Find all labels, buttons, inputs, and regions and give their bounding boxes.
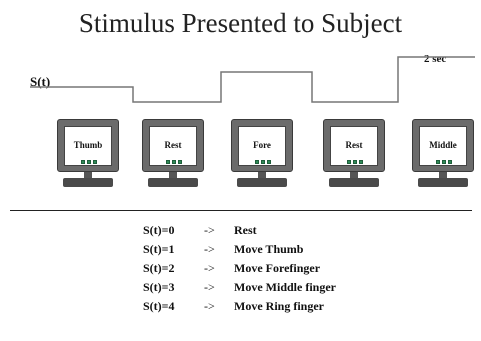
legend-row: S(t)=4 -> Move Ring finger <box>143 297 336 316</box>
monitor-label: Rest <box>164 140 182 150</box>
monitor-label: Rest <box>345 140 363 150</box>
monitor-label: Fore <box>253 140 271 150</box>
legend-meaning: Move Middle finger <box>234 280 336 294</box>
legend-code: S(t)=3 <box>143 280 175 294</box>
legend-code: S(t)=2 <box>143 261 175 275</box>
monitor-stand <box>63 178 113 187</box>
code-legend: S(t)=0 -> Rest S(t)=1 -> Move Thumb S(t)… <box>143 221 336 316</box>
legend-row: S(t)=0 -> Rest <box>143 221 336 240</box>
monitor-2: Rest <box>142 119 204 187</box>
legend-code: S(t)=1 <box>143 242 175 256</box>
monitor-stand <box>148 178 198 187</box>
monitor-screen: Rest <box>330 126 378 166</box>
legend-arrow: -> <box>204 261 215 275</box>
legend-meaning: Move Thumb <box>234 242 304 256</box>
legend-arrow: -> <box>204 299 215 313</box>
monitor-stand <box>329 178 379 187</box>
monitor-label: Middle <box>429 140 457 150</box>
monitor-3: Fore <box>231 119 293 187</box>
signal-label: S(t) <box>30 74 51 89</box>
monitor-4: Rest <box>323 119 385 187</box>
legend-meaning: Rest <box>234 223 257 237</box>
monitor-buttons <box>255 160 271 165</box>
monitor-frame: Rest <box>142 119 204 172</box>
monitor-stand <box>418 178 468 187</box>
duration-label: 2 sec <box>424 53 447 65</box>
monitor-frame: Fore <box>231 119 293 172</box>
legend-arrow: -> <box>204 242 215 256</box>
legend-code: S(t)=4 <box>143 299 175 313</box>
monitor-screen: Middle <box>419 126 467 166</box>
legend-row: S(t)=2 -> Move Forefinger <box>143 259 336 278</box>
legend-row: S(t)=1 -> Move Thumb <box>143 240 336 259</box>
signal-step-line <box>30 56 475 103</box>
monitor-1: Thumb <box>57 119 119 187</box>
monitor-5: Middle <box>412 119 474 187</box>
monitor-screen: Fore <box>238 126 286 166</box>
legend-arrow: -> <box>204 223 215 237</box>
legend-meaning: Move Forefinger <box>234 261 321 275</box>
monitor-frame: Thumb <box>57 119 119 172</box>
monitor-frame: Rest <box>323 119 385 172</box>
legend-code: S(t)=0 <box>143 223 175 237</box>
signal-waveform <box>30 56 475 103</box>
legend-meaning: Move Ring finger <box>234 299 324 313</box>
legend-arrow: -> <box>204 280 215 294</box>
monitor-buttons <box>166 160 182 165</box>
monitor-buttons <box>81 160 97 165</box>
monitor-screen: Rest <box>149 126 197 166</box>
monitor-buttons <box>436 160 452 165</box>
monitor-frame: Middle <box>412 119 474 172</box>
legend-row: S(t)=3 -> Move Middle finger <box>143 278 336 297</box>
monitor-screen: Thumb <box>64 126 112 166</box>
diagram-title: Stimulus Presented to Subject <box>78 8 403 38</box>
monitor-buttons <box>347 160 363 165</box>
monitor-stand <box>237 178 287 187</box>
section-divider <box>10 210 472 211</box>
monitor-label: Thumb <box>73 140 103 150</box>
